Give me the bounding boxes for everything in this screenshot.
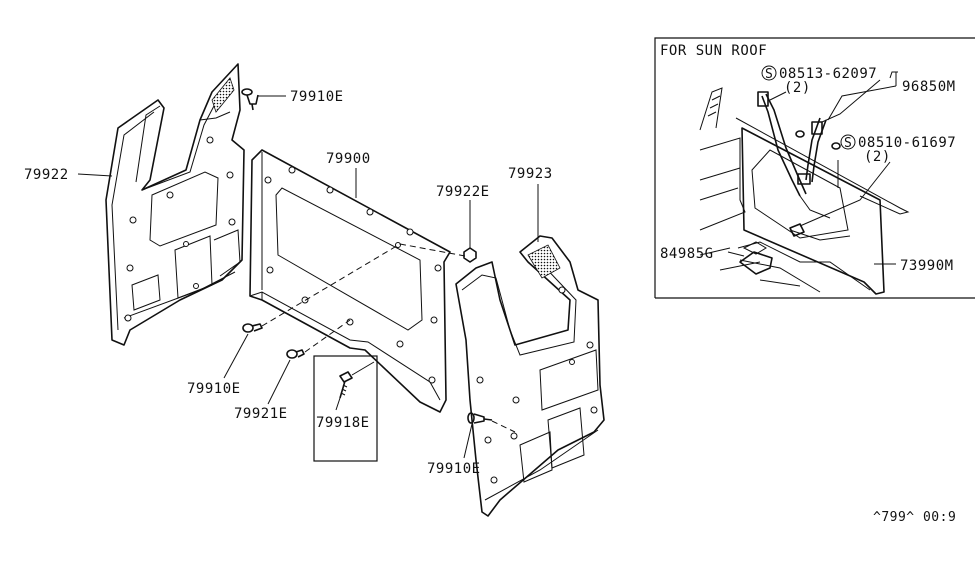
- label-79900: 79900: [326, 151, 371, 167]
- back-panel: [249, 149, 451, 413]
- label-08510-qty: (2): [864, 149, 891, 165]
- left-side-trim-panel: [105, 63, 245, 346]
- screw-symbol-1-letter: S: [765, 67, 773, 82]
- right-side-trim-panel: [455, 235, 605, 517]
- screw-symbol-2: [840, 134, 856, 150]
- inset-title: FOR SUN ROOF: [660, 43, 767, 59]
- clip-79910e-bottom: [467, 412, 516, 433]
- label-79922: 79922: [24, 167, 69, 183]
- assembly-lines: [261, 243, 466, 353]
- leader-lines: [77, 95, 539, 459]
- label-84985g: 84985G: [660, 246, 714, 262]
- label-96850m: 96850M: [902, 79, 956, 95]
- label-08513-62097: 08513-62097: [779, 66, 877, 82]
- fastener-79921e: [286, 349, 305, 359]
- label-79910e-top: 79910E: [290, 89, 344, 105]
- screw-detail-box: [313, 355, 378, 462]
- label-79910e-left: 79910E: [187, 381, 241, 397]
- label-73990m: 73990M: [900, 258, 954, 274]
- sunroof-inset: FOR SUN ROOF S S: [654, 37, 975, 299]
- label-79921e: 79921E: [234, 406, 288, 422]
- label-79922e: 79922E: [436, 184, 490, 200]
- screw-symbol-1: [761, 65, 777, 81]
- clip-79910e-left: [242, 323, 263, 333]
- diagram-code: ^799^ 00:9: [873, 510, 956, 525]
- clip-79922e: [463, 247, 477, 263]
- label-79918e: 79918E: [316, 415, 370, 431]
- screw-symbol-2-letter: S: [844, 136, 852, 151]
- clip-79910e-top: [241, 88, 259, 111]
- label-08510-61697: 08510-61697: [858, 135, 956, 151]
- label-08513-qty: (2): [784, 80, 811, 96]
- label-79923: 79923: [508, 166, 553, 182]
- label-79910e-bottom: 79910E: [427, 461, 481, 477]
